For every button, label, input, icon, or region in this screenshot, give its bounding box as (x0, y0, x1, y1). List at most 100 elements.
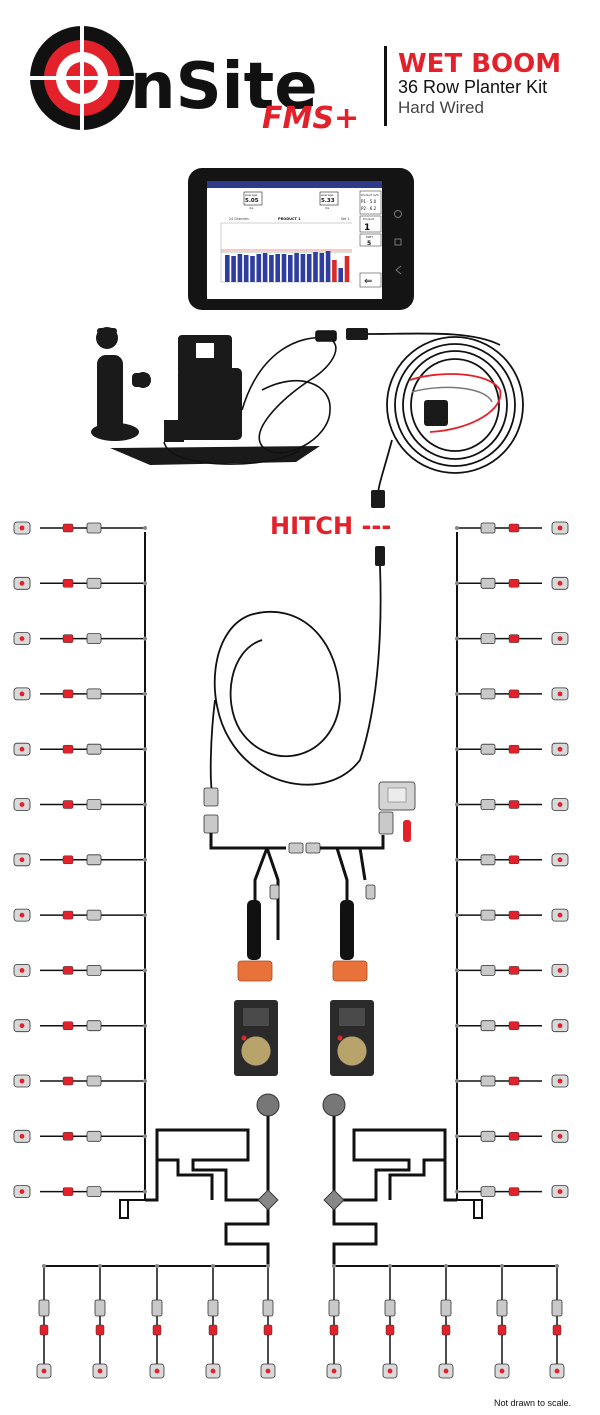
logo-fms-suffix: FMS+ (262, 101, 359, 136)
dt-connector (440, 1299, 452, 1317)
panel-p1: P1 · 5.0 (361, 199, 377, 204)
row-drop-left (13, 576, 147, 590)
row-drop-left (13, 853, 147, 867)
connector-seal (62, 579, 74, 588)
dt-connector (480, 1130, 496, 1142)
connector-seal (497, 1324, 507, 1336)
connector-seal (508, 910, 520, 920)
connector-seal (385, 1324, 395, 1336)
row-drop-bottom (438, 1264, 454, 1379)
connector-seal (508, 800, 520, 809)
row-drop-right (455, 1129, 569, 1143)
row-drop-bottom (382, 1264, 398, 1379)
not-to-scale-note: Not drawn to scale. (494, 1398, 571, 1408)
row-drop-right (455, 576, 569, 590)
tablet-bar (288, 255, 293, 282)
row-drop-right (455, 1074, 569, 1088)
tablet-bar (300, 254, 306, 282)
dt-connector (480, 799, 496, 810)
back-arrow-button[interactable]: ⇐ (364, 276, 372, 287)
row-drop-left (13, 521, 147, 535)
dt-connector (496, 1299, 508, 1317)
connector-seal (152, 1324, 162, 1336)
tablet-bar (250, 256, 255, 282)
fuse-holder (378, 781, 416, 842)
chart-center-label: PRODUCT 1 (278, 217, 301, 221)
dt-connector (480, 909, 496, 921)
tablet-bar (237, 254, 243, 282)
connector-seal (508, 1076, 520, 1086)
connector-seal (62, 910, 74, 920)
tablet-bar (306, 254, 312, 282)
left-trunk-line (119, 532, 146, 1219)
row-drop-left (13, 687, 147, 701)
dt-connector (480, 1186, 496, 1197)
connector-seal (39, 1324, 49, 1336)
connector-seal (62, 744, 74, 754)
ram-mount-arm (91, 327, 151, 441)
dt-connector (480, 522, 496, 534)
connector-seal (508, 855, 520, 865)
tablet-bar (262, 253, 268, 282)
dt-connector (86, 909, 102, 921)
kit-wiring-type: Hard Wired (398, 98, 484, 117)
dt-connector (480, 633, 496, 644)
onsite-logo: nSite FMS+ (24, 20, 359, 136)
row-drop-right (455, 1185, 569, 1198)
right-trunk-line (456, 532, 483, 1219)
connector-seal (508, 744, 520, 754)
connector-seal (95, 1324, 105, 1336)
control-module-right (330, 1000, 374, 1076)
dt-connector (86, 799, 102, 810)
dt-connector (86, 854, 102, 866)
stat-left-unit: lbs (249, 206, 254, 210)
connector-seal (329, 1324, 339, 1336)
tablet-bar (332, 260, 337, 282)
tablet-bar (243, 255, 249, 282)
row-drop-right (455, 632, 569, 645)
connector-seal (263, 1324, 273, 1336)
row-drop-bottom (205, 1264, 221, 1379)
row-drop-bottom (260, 1264, 276, 1379)
chart-right-label: Set 1 (341, 217, 349, 221)
row-drop-left (13, 1185, 147, 1198)
stat-left-label: Average (245, 193, 257, 197)
dt-connector (480, 1075, 496, 1087)
tablet-bar (313, 252, 318, 282)
hitch-label: HITCH --- (270, 512, 391, 540)
kit-subtitle: 36 Row Planter Kit (398, 77, 547, 97)
control-module-left (234, 1000, 278, 1076)
connector-seal (62, 1076, 74, 1086)
connector-seal (62, 634, 74, 643)
dt-connector (384, 1299, 396, 1317)
dt-connector (207, 1299, 219, 1317)
connector-seal (508, 1021, 520, 1030)
panel-title: Product G/S (361, 193, 379, 197)
connector-seal (62, 523, 74, 533)
panel-p2: P2 · 6.2 (361, 206, 377, 211)
tablet-cradle-mount (110, 335, 320, 465)
tablet-bar (338, 268, 343, 282)
tablet-bar (256, 254, 262, 282)
tablet-bar-group (225, 251, 350, 282)
connector-seal (62, 1187, 74, 1196)
row-drop-right (455, 908, 569, 922)
dt-connector (38, 1299, 50, 1317)
connector-seal (508, 966, 520, 975)
row-drop-left (13, 742, 147, 756)
power-harness-coil (346, 328, 524, 508)
tablet-bar (275, 254, 280, 282)
dt-connector (86, 633, 102, 644)
dt-connector (262, 1299, 274, 1317)
tablet-bar (344, 256, 350, 282)
row-drop-left (13, 908, 147, 922)
tablet-bar (294, 253, 299, 282)
row-drop-right (455, 798, 569, 811)
row-drop-left (13, 1074, 147, 1088)
dt-connector (86, 577, 102, 589)
center-y-harness (203, 787, 385, 982)
connector-seal (62, 1021, 74, 1030)
row-drop-bottom (549, 1264, 565, 1379)
dt-connector (480, 965, 496, 976)
